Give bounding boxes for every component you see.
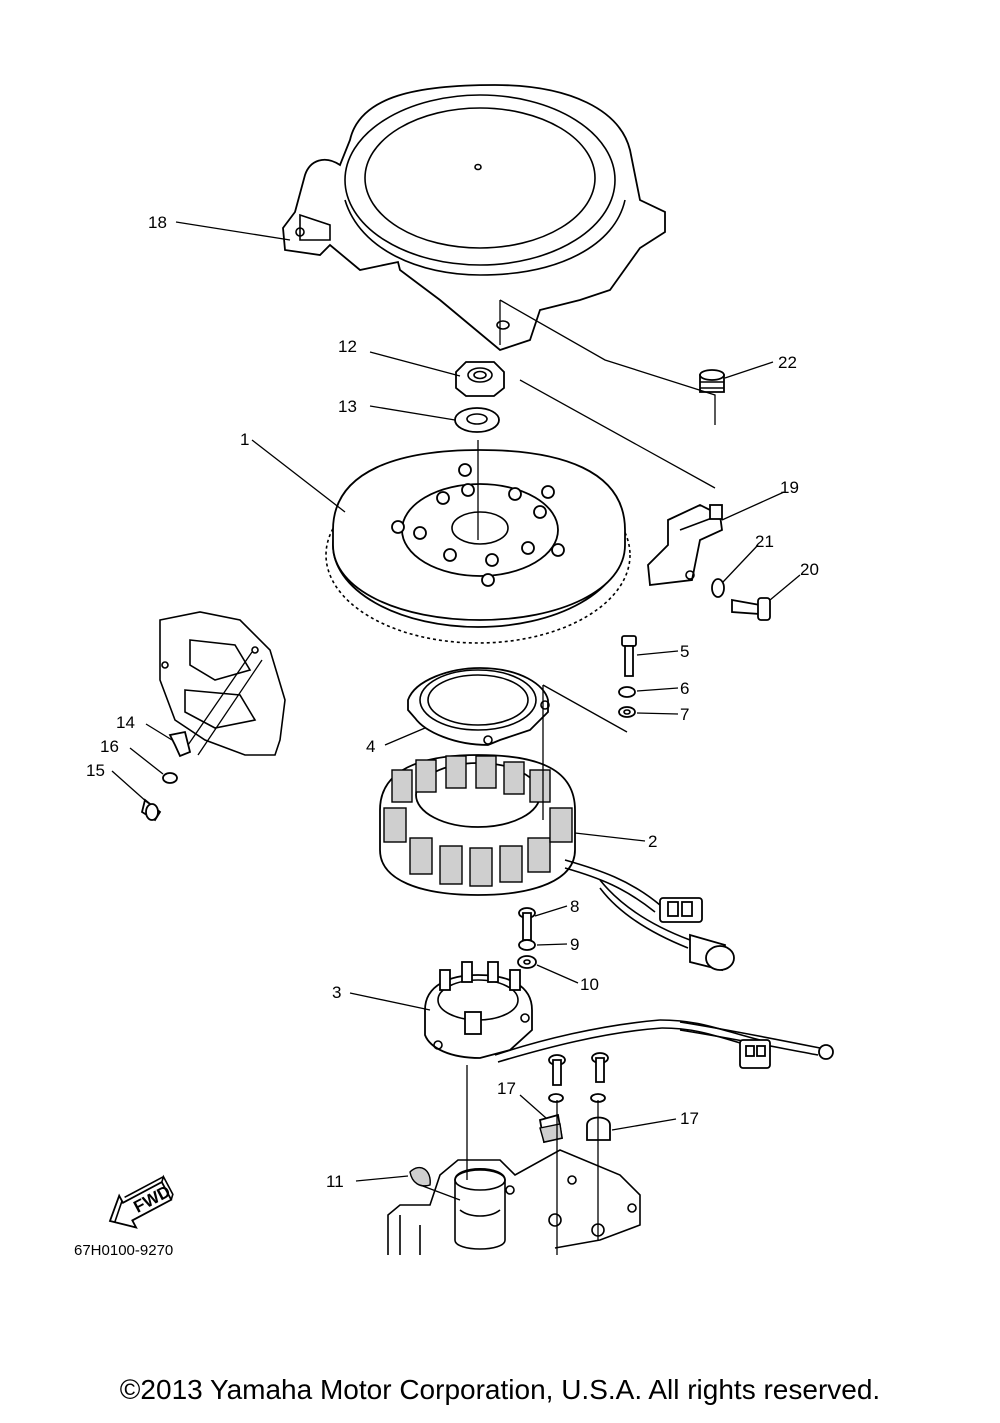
washer-9-part[interactable]	[518, 939, 536, 951]
callout-8: 8	[570, 897, 579, 916]
callout-9: 9	[570, 935, 579, 954]
callout-labels: 18 12 13 1 22 19 21 20 5 6 7 4 14 16 15 …	[86, 213, 819, 1191]
callout-11: 11	[326, 1172, 344, 1191]
exploded-parts-diagram: 18 12 13 1 22 19 21 20 5 6 7 4 14 16 15 …	[86, 84, 834, 1255]
stator-assembly-part[interactable]	[379, 754, 735, 972]
flywheel-cover-part[interactable]	[282, 84, 666, 352]
leader-lines	[111, 221, 801, 1255]
callout-6: 6	[680, 679, 689, 698]
bracket-part[interactable]	[647, 504, 723, 587]
key-11-part[interactable]	[409, 1167, 431, 1187]
callout-16: 16	[100, 737, 119, 756]
lower-screw-left-part[interactable]	[548, 1054, 566, 1103]
washer-21-part[interactable]	[711, 578, 725, 598]
flywheel-rotor-part[interactable]	[325, 449, 631, 644]
bolt-5-part[interactable]	[621, 635, 637, 677]
callout-4: 4	[366, 737, 375, 756]
callout-18: 18	[148, 213, 167, 232]
washer-10-part[interactable]	[517, 955, 537, 969]
callout-10: 10	[580, 975, 599, 994]
callout-22: 22	[778, 353, 797, 372]
callout-14: 14	[116, 713, 135, 732]
gasket-plate-part	[159, 611, 286, 756]
small-bracket-14-part[interactable]	[168, 730, 192, 758]
pulser-coil-part[interactable]	[424, 961, 834, 1069]
screw-15-part[interactable]	[140, 798, 162, 822]
washer-16-part[interactable]	[162, 772, 178, 784]
washer-part[interactable]	[454, 407, 500, 433]
callout-7: 7	[680, 705, 689, 724]
washer-6-part[interactable]	[618, 686, 636, 698]
callout-13: 13	[338, 397, 357, 416]
callout-21: 21	[755, 532, 774, 551]
callout-2: 2	[648, 832, 657, 851]
bolt-20-part[interactable]	[731, 597, 771, 621]
callout-20: 20	[800, 560, 819, 579]
stator-base-plate-part[interactable]	[407, 667, 550, 746]
callout-1: 1	[240, 430, 249, 449]
callout-19: 19	[780, 478, 799, 497]
callout-3: 3	[332, 983, 341, 1002]
nut-part[interactable]	[455, 361, 505, 397]
copyright-notice: ©2013 Yamaha Motor Corporation, U.S.A. A…	[119, 1374, 881, 1405]
diagram-code: 67H0100-9270	[74, 1242, 174, 1259]
lower-screw-right-part[interactable]	[590, 1052, 609, 1103]
callout-17-left: 17	[497, 1079, 516, 1098]
callout-12: 12	[338, 337, 357, 356]
screw-8-part[interactable]	[518, 907, 536, 941]
crankcase-top-part	[387, 1149, 641, 1255]
fwd-arrow-icon: FWD	[108, 1174, 174, 1229]
callout-17-right: 17	[680, 1109, 699, 1128]
callout-5: 5	[680, 642, 689, 661]
washer-7-part[interactable]	[618, 706, 636, 718]
grommet-part[interactable]	[699, 369, 725, 393]
callout-15: 15	[86, 761, 105, 780]
cap-17-left-part[interactable]	[538, 1113, 564, 1144]
